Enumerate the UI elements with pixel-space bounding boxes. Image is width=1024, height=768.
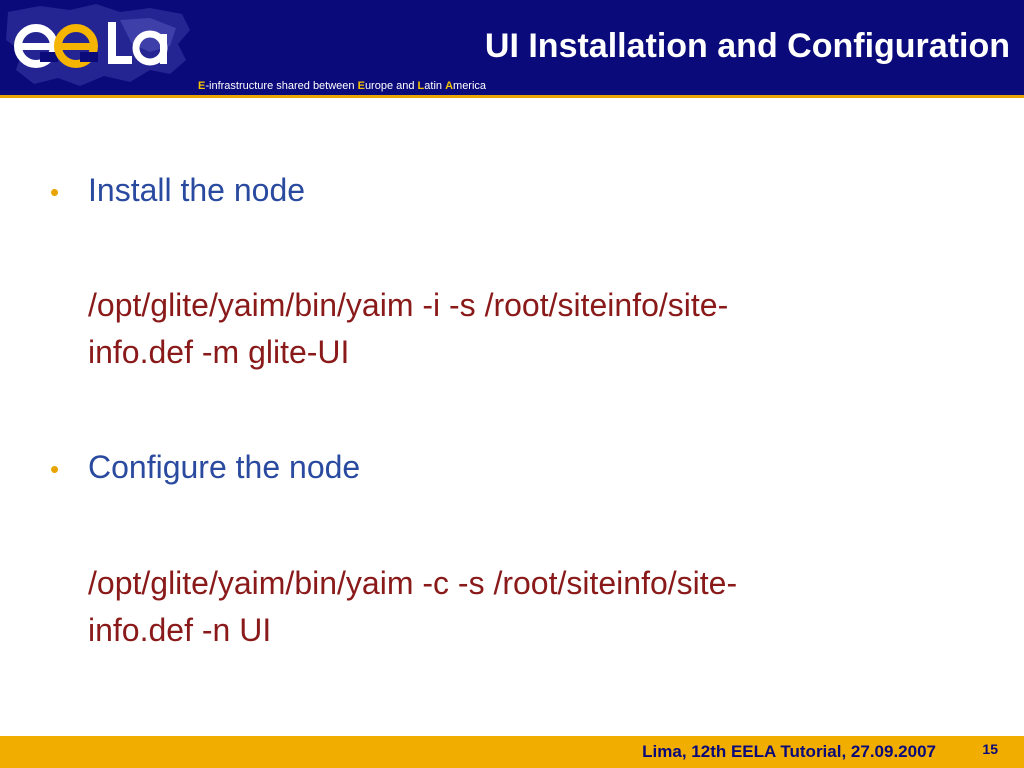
tagline-letter-l: L bbox=[417, 80, 425, 92]
slide-title: UI Installation and Configuration bbox=[484, 27, 1010, 65]
slide-header: UI Installation and Configuration E-infr… bbox=[0, 0, 1024, 97]
command-line: info.def -n UI bbox=[88, 612, 272, 648]
command-line: /opt/glite/yaim/bin/yaim -c -s /root/sit… bbox=[88, 565, 738, 601]
header-tagline: E-infrastructure shared between Europe a… bbox=[198, 80, 486, 93]
bullet-label: Configure the node bbox=[88, 449, 361, 485]
header-divider bbox=[0, 95, 1024, 98]
tagline-letter-a: A bbox=[445, 80, 454, 92]
command-line: /opt/glite/yaim/bin/yaim -i -s /root/sit… bbox=[88, 287, 729, 323]
page-number: 15 bbox=[982, 741, 998, 757]
bullet-icon: • bbox=[50, 177, 60, 207]
tagline-text: urope and bbox=[364, 80, 418, 92]
command-configure: /opt/glite/yaim/bin/yaim -c -s /root/sit… bbox=[88, 560, 968, 654]
command-install: /opt/glite/yaim/bin/yaim -i -s /root/sit… bbox=[88, 282, 968, 376]
tagline-text: -infrastructure shared between bbox=[205, 80, 358, 92]
bullet-label: Install the node bbox=[88, 172, 306, 208]
tagline-text: atin bbox=[424, 80, 446, 92]
eela-logo-icon bbox=[0, 0, 200, 95]
slide-footer: Lima, 12th EELA Tutorial, 27.09.2007 15 bbox=[0, 736, 1024, 768]
bullet-item-install: • Install the node bbox=[50, 170, 305, 212]
bullet-icon: • bbox=[50, 454, 60, 484]
footer-text: Lima, 12th EELA Tutorial, 27.09.2007 bbox=[642, 742, 936, 761]
tagline-letter-e: E bbox=[198, 80, 206, 92]
command-line: info.def -m glite-UI bbox=[88, 334, 350, 370]
tagline-text: merica bbox=[453, 80, 487, 92]
bullet-item-configure: • Configure the node bbox=[50, 447, 360, 489]
tagline-letter-e2: E bbox=[357, 80, 365, 92]
